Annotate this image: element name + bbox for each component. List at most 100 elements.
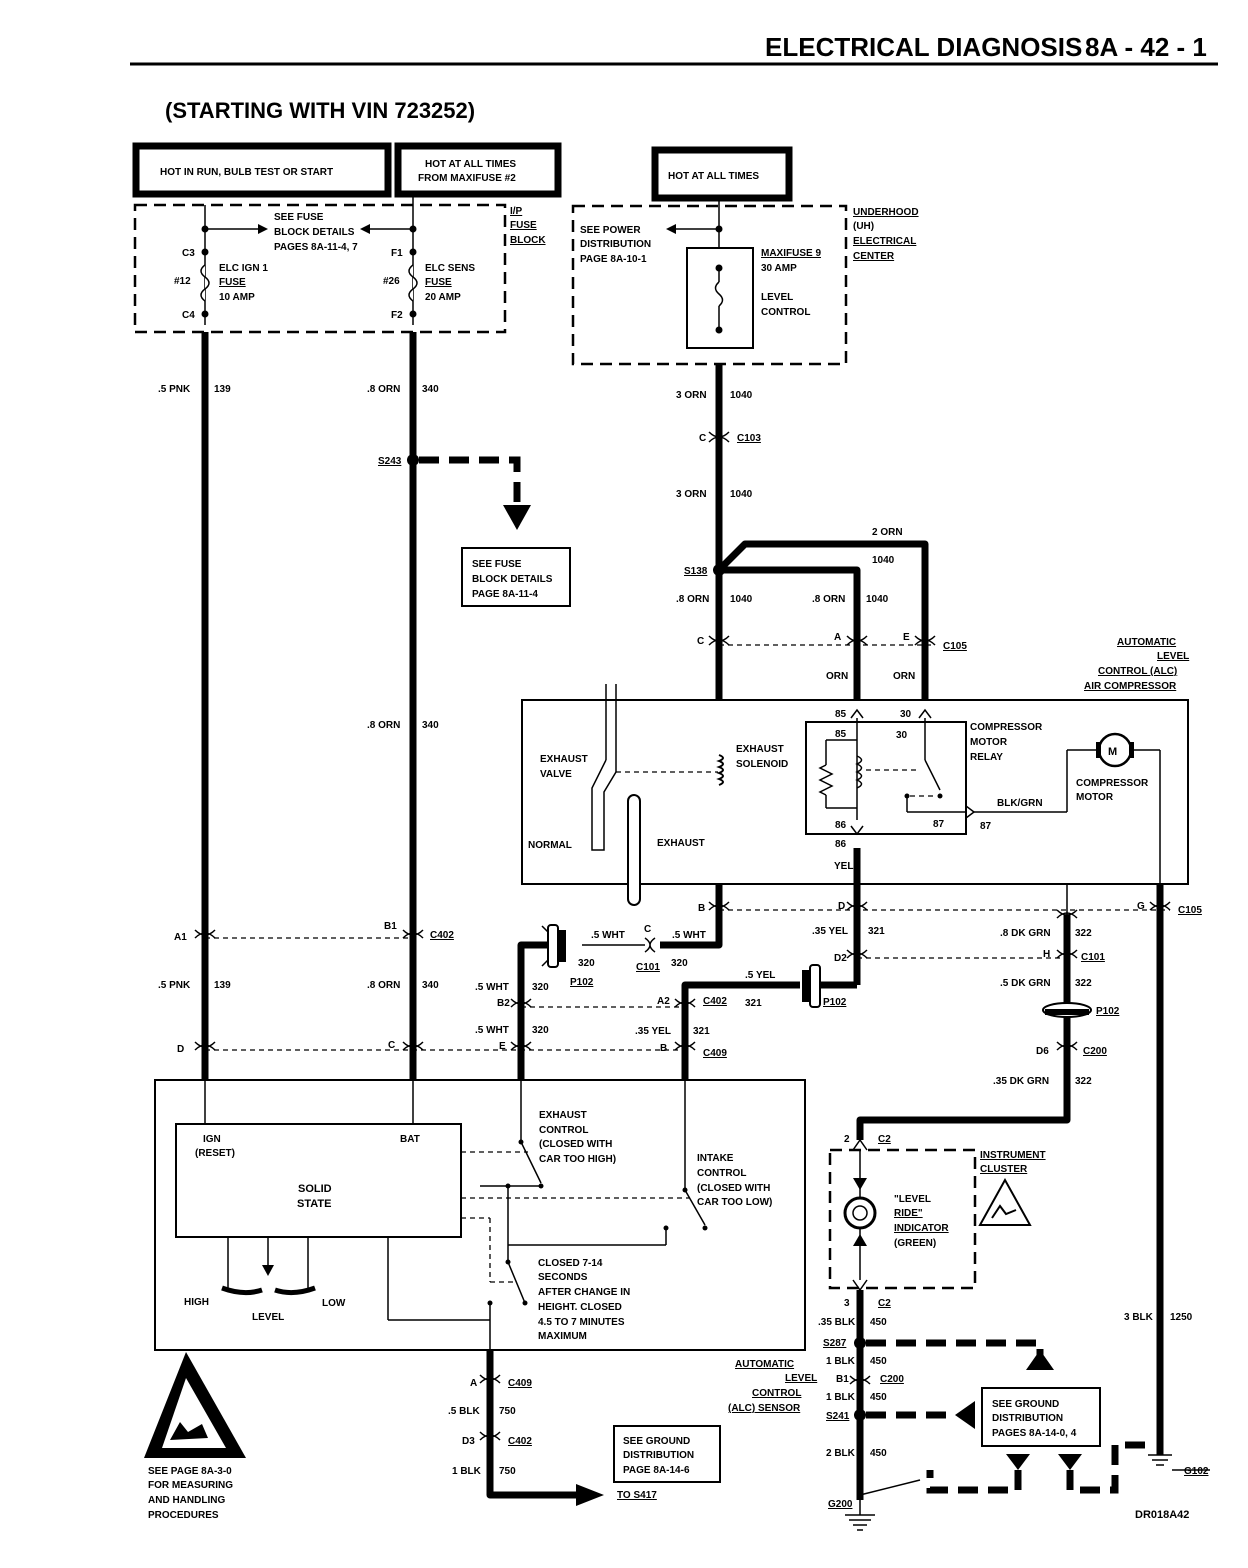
svg-text:COMPRESSOR: COMPRESSOR <box>970 722 1043 733</box>
svg-text:C: C <box>699 433 706 444</box>
svg-text:450: 450 <box>870 1317 887 1328</box>
svg-text:C4: C4 <box>182 310 195 321</box>
svg-text:450: 450 <box>870 1356 887 1367</box>
svg-text:.8 DK GRN: .8 DK GRN <box>1000 928 1051 939</box>
svg-text:(RESET): (RESET) <box>195 1148 235 1159</box>
svg-text:.8 ORN: .8 ORN <box>367 384 400 395</box>
svg-text:85: 85 <box>835 729 847 740</box>
svg-text:320: 320 <box>532 982 549 993</box>
svg-text:BLOCK DETAILS: BLOCK DETAILS <box>472 574 553 585</box>
connector-c402-upper: A1 B1 C402 <box>174 921 454 943</box>
svg-text:ELECTRICAL: ELECTRICAL <box>853 236 916 247</box>
svg-text:ELC SENS: ELC SENS <box>425 263 475 274</box>
svg-text:EXHAUST: EXHAUST <box>736 744 784 755</box>
svg-text:85: 85 <box>835 709 847 720</box>
svg-text:450: 450 <box>870 1448 887 1459</box>
svg-text:86: 86 <box>835 839 847 850</box>
svg-text:EXHAUST: EXHAUST <box>540 754 588 765</box>
svg-text:2 BLK: 2 BLK <box>826 1448 856 1459</box>
svg-text:LEVEL: LEVEL <box>785 1373 817 1384</box>
svg-text:M: M <box>1108 746 1117 758</box>
svg-text:#12: #12 <box>174 276 191 287</box>
svg-text:(CLOSED WITH: (CLOSED WITH <box>539 1139 612 1150</box>
svg-text:AND HANDLING: AND HANDLING <box>148 1495 225 1506</box>
svg-text:.5 YEL: .5 YEL <box>745 970 775 981</box>
connector-c105-bottom: B D G C105 <box>698 901 1202 919</box>
svg-text:D3: D3 <box>462 1436 475 1447</box>
svg-text:C3: C3 <box>182 248 195 259</box>
connector-c105-top: C A E C105 <box>697 632 967 652</box>
svg-text:NORMAL: NORMAL <box>528 840 572 851</box>
svg-text:.5 WHT: .5 WHT <box>672 930 706 941</box>
svg-text:HIGH: HIGH <box>184 1297 209 1308</box>
svg-text:FUSE: FUSE <box>219 277 246 288</box>
underhood-electrical-center: UNDERHOOD (UH) ELECTRICAL CENTER SEE POW… <box>571 198 919 366</box>
svg-text:750: 750 <box>499 1406 516 1417</box>
svg-text:1040: 1040 <box>730 390 753 401</box>
esd-warning-icon <box>144 1352 246 1458</box>
svg-text:(CLOSED WITH: (CLOSED WITH <box>697 1183 770 1194</box>
svg-text:PAGES 8A-14-0, 4: PAGES 8A-14-0, 4 <box>992 1428 1077 1439</box>
svg-text:AIR COMPRESSOR: AIR COMPRESSOR <box>1084 681 1177 692</box>
svg-text:#26: #26 <box>383 276 400 287</box>
svg-text:.5 WHT: .5 WHT <box>475 982 509 993</box>
svg-text:2: 2 <box>844 1134 850 1145</box>
svg-text:C101: C101 <box>1081 952 1105 963</box>
svg-text:RIDE": RIDE" <box>894 1208 923 1219</box>
svg-text:DISTRIBUTION: DISTRIBUTION <box>623 1450 694 1461</box>
svg-text:DISTRIBUTION: DISTRIBUTION <box>580 239 651 250</box>
svg-text:CAR TOO LOW): CAR TOO LOW) <box>697 1197 772 1208</box>
svg-text:.5 BLK: .5 BLK <box>448 1406 480 1417</box>
svg-text:321: 321 <box>868 926 885 937</box>
svg-text:MAXIMUM: MAXIMUM <box>538 1331 587 1342</box>
esd-icon-cluster <box>978 1177 1032 1226</box>
svg-text:YEL: YEL <box>834 861 853 872</box>
svg-text:1040: 1040 <box>872 555 895 566</box>
svg-text:1 BLK: 1 BLK <box>826 1356 856 1367</box>
svg-text:C2: C2 <box>878 1134 891 1145</box>
svg-text:LEVEL: LEVEL <box>1157 651 1189 662</box>
svg-text:C101: C101 <box>636 962 660 973</box>
svg-text:321: 321 <box>745 998 762 1009</box>
svg-text:1040: 1040 <box>866 594 889 605</box>
svg-text:MOTOR: MOTOR <box>1076 792 1114 803</box>
hot-in-run-box: HOT IN RUN, BULB TEST OR START <box>132 142 392 198</box>
svg-text:ORN: ORN <box>893 671 915 682</box>
svg-text:E: E <box>903 632 910 643</box>
svg-text:FUSE: FUSE <box>510 220 537 231</box>
svg-text:AFTER CHANGE IN: AFTER CHANGE IN <box>538 1287 630 1298</box>
svg-text:C: C <box>644 924 651 935</box>
svg-text:P102: P102 <box>570 977 594 988</box>
ground-g102: G102 <box>1148 1454 1210 1477</box>
svg-text:(ALC) SENSOR: (ALC) SENSOR <box>728 1403 801 1414</box>
svg-text:87: 87 <box>980 821 992 832</box>
wire-blk-1250: 3 BLK 1250 <box>1124 884 1193 1455</box>
sensor-switches: EXHAUST CONTROL (CLOSED WITH CAR TOO HIG… <box>387 1080 772 1350</box>
svg-text:322: 322 <box>1075 1076 1092 1087</box>
svg-text:.5 PNK: .5 PNK <box>158 384 191 395</box>
subtitle: (STARTING WITH VIN 723252) <box>165 98 475 123</box>
svg-text:CAR TOO HIGH): CAR TOO HIGH) <box>539 1154 616 1165</box>
svg-text:IGN: IGN <box>203 1134 221 1145</box>
svg-text:SECONDS: SECONDS <box>538 1272 588 1283</box>
svg-text:S287: S287 <box>823 1338 847 1349</box>
svg-text:(UH): (UH) <box>853 221 874 232</box>
svg-text:.8 ORN: .8 ORN <box>812 594 845 605</box>
svg-text:C402: C402 <box>703 996 727 1007</box>
svg-text:PAGE 8A-11-4: PAGE 8A-11-4 <box>472 589 538 600</box>
svg-text:B2: B2 <box>497 998 510 1009</box>
svg-text:B: B <box>660 1043 667 1054</box>
splice-s138: S138 <box>684 564 725 577</box>
svg-text:1250: 1250 <box>1170 1312 1193 1323</box>
hot-at-all-times-box: HOT AT ALL TIMES <box>651 146 793 202</box>
svg-text:C103: C103 <box>737 433 761 444</box>
wire-blk-450: 3 C2 .35 BLK 450 1 BLK 450 B1 C200 1 BLK… <box>818 1290 904 1500</box>
connector-p102-yel: P102 <box>802 964 847 1008</box>
svg-text:AUTOMATIC: AUTOMATIC <box>1117 637 1176 648</box>
svg-text:INDICATOR: INDICATOR <box>894 1223 949 1234</box>
svg-text:3: 3 <box>844 1298 850 1309</box>
svg-text:A2: A2 <box>657 996 670 1007</box>
svg-text:CLUSTER: CLUSTER <box>980 1164 1028 1175</box>
svg-text:ELC IGN 1: ELC IGN 1 <box>219 263 268 274</box>
svg-text:SOLENOID: SOLENOID <box>736 759 788 770</box>
